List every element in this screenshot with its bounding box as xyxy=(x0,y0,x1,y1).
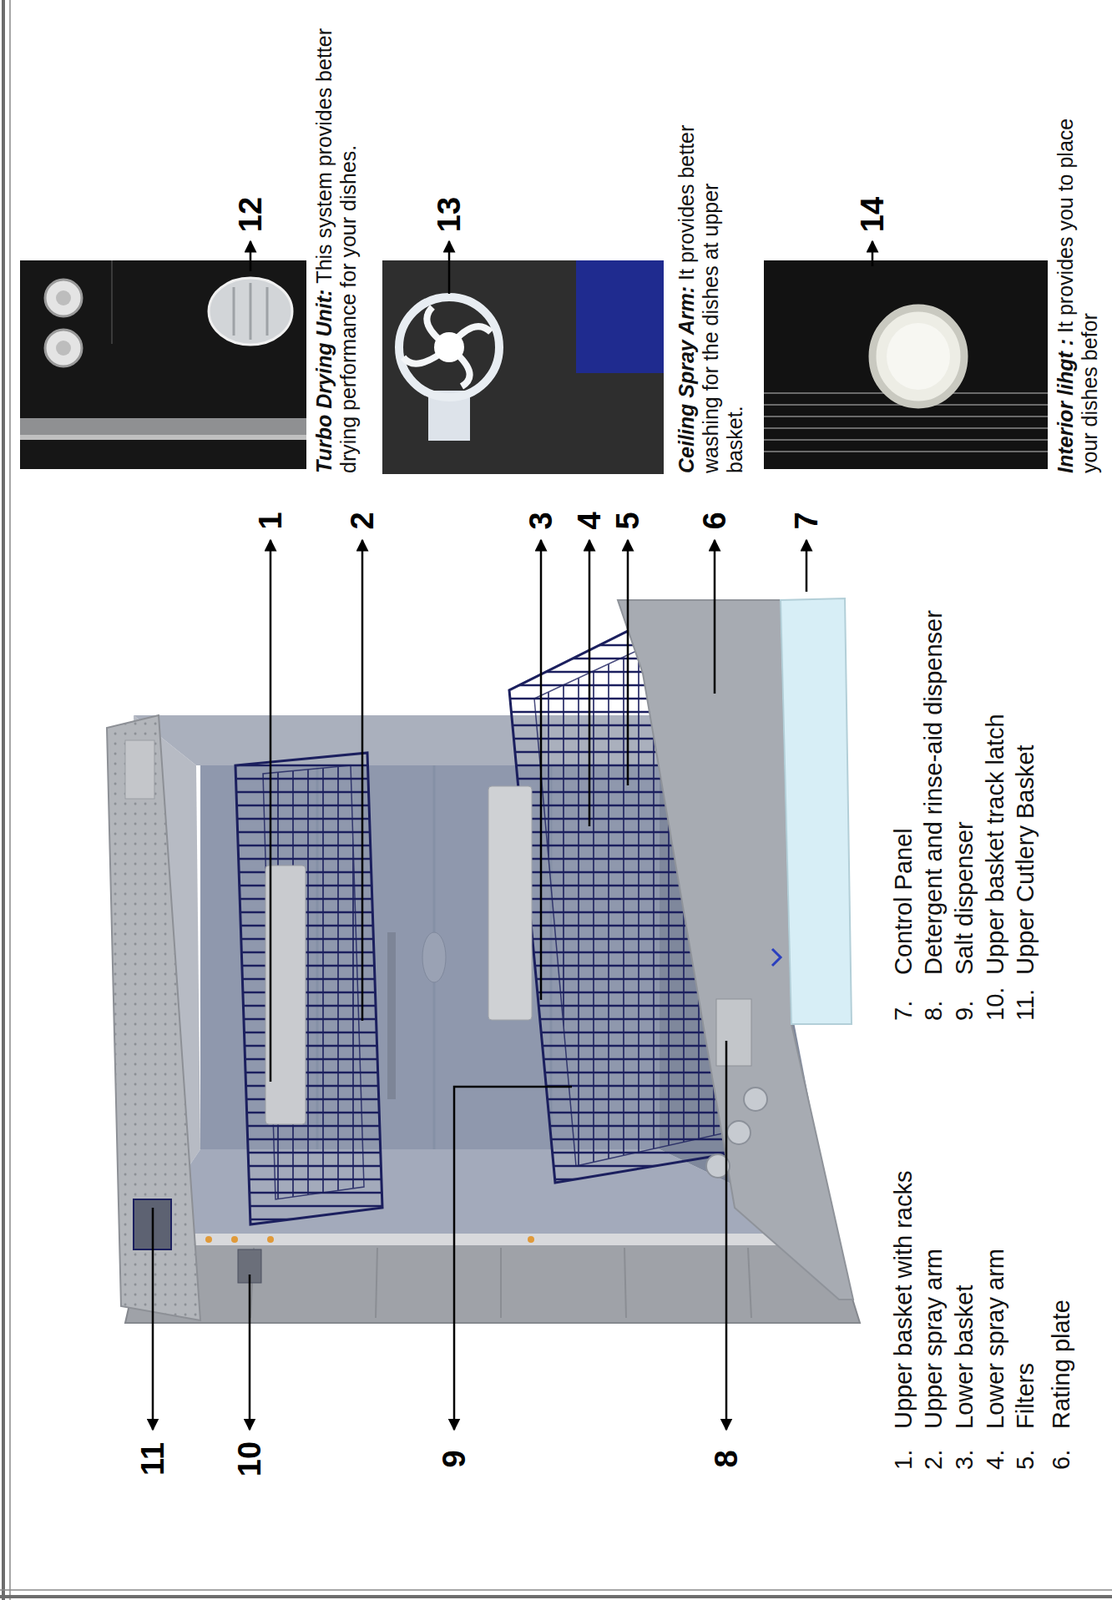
part-name: Rating plate xyxy=(1046,1299,1076,1430)
callout-number: 6 xyxy=(698,511,731,530)
callout-number: 10 xyxy=(233,1441,266,1477)
callout-number: 9 xyxy=(438,1450,471,1468)
list-number: 11. xyxy=(1010,989,1040,1022)
part-name: Control Panel xyxy=(889,828,918,976)
part-name: Upper Cutlery Basket xyxy=(1010,744,1040,976)
list-number: 5. xyxy=(1010,1450,1040,1471)
feature-caption: Turbo Drying Unit:This system provides b… xyxy=(312,18,361,474)
part-name: Lower basket xyxy=(950,1285,979,1431)
list-number: 4. xyxy=(980,1450,1010,1471)
list-number: 8. xyxy=(919,1000,948,1022)
list-number: 7. xyxy=(889,1000,918,1022)
caption-heading: Turbo Drying Unit: xyxy=(312,289,336,474)
caption-heading: Interior lihgt : xyxy=(1053,338,1077,474)
callout-number: 4 xyxy=(573,511,606,530)
part-name: Detergent and rinse-aid dispenser xyxy=(919,610,948,976)
part-name: Upper basket with racks xyxy=(889,1171,918,1430)
callout-number: 14 xyxy=(856,197,889,233)
callout-number: 3 xyxy=(525,511,557,530)
part-name: Upper spray arm xyxy=(919,1248,948,1430)
callout-number: 12 xyxy=(234,197,267,233)
callout-number: 8 xyxy=(710,1450,743,1468)
list-number: 2. xyxy=(919,1450,948,1471)
part-name: Salt dispenser xyxy=(950,821,979,976)
part-name: Filters xyxy=(1010,1363,1040,1430)
callout-number: 7 xyxy=(790,511,823,530)
callout-number: 2 xyxy=(346,511,379,530)
list-number: 3. xyxy=(950,1450,979,1471)
caption-heading: Ceiling Spray Arm: xyxy=(674,286,698,474)
list-number: 10. xyxy=(980,987,1010,1022)
feature-caption: Ceiling Spray Arm:It provides better was… xyxy=(674,114,748,474)
list-number: 1. xyxy=(889,1450,918,1471)
list-number: 9. xyxy=(950,1000,979,1022)
callout-number: 5 xyxy=(611,511,644,530)
callout-number: 11 xyxy=(136,1442,169,1476)
callout-number: 1 xyxy=(254,511,287,530)
feature-caption: Interior lihgt :It provides you to place… xyxy=(1053,89,1102,474)
part-name: Lower spray arm xyxy=(980,1248,1010,1430)
callout-number: 13 xyxy=(433,197,466,233)
list-number: 6. xyxy=(1046,1450,1076,1471)
part-name: Upper basket track latch xyxy=(980,713,1010,976)
